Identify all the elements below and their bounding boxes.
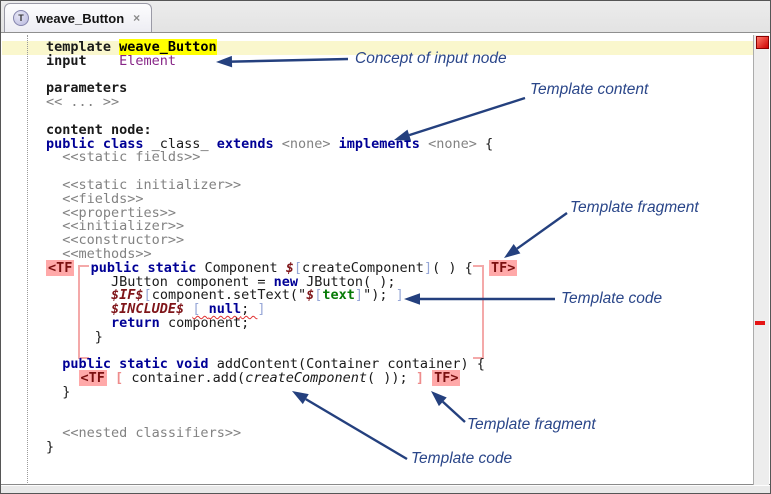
code-line: <<fields>> xyxy=(62,190,144,207)
code-line: JButton component = new JButton( ); xyxy=(46,273,396,290)
code-line: template weave_Button xyxy=(46,39,217,55)
code-line: <TF public static Component $[createComp… xyxy=(46,259,518,276)
code-line: public static void addContent(Container … xyxy=(62,356,485,373)
note-template-code-1: Template code xyxy=(561,290,663,307)
note-concept-of-input-node: Concept of input node xyxy=(355,50,507,67)
code-line: return component; xyxy=(111,314,250,331)
code-line: <<static initializer>> xyxy=(62,176,242,193)
code-line: <TF [ container.add(createComponent( ));… xyxy=(78,370,461,387)
fragment-bracket-right xyxy=(473,265,484,359)
code-line: <<properties>> xyxy=(62,204,177,221)
code-line: << ... >> xyxy=(46,94,120,111)
code-line: $INCLUDE$ [ null; ] xyxy=(111,301,266,318)
code-line: parameters xyxy=(46,80,128,97)
status-strip xyxy=(1,484,770,493)
code-line: <<constructor>> xyxy=(62,232,185,249)
code-line: } xyxy=(46,439,55,456)
error-marker-icon[interactable] xyxy=(755,321,765,325)
note-template-fragment-2: Template fragment xyxy=(467,416,596,433)
note-template-content: Template content xyxy=(530,81,649,98)
code-line: public class _class_ extends <none> impl… xyxy=(46,135,494,152)
tab-title: weave_Button xyxy=(36,10,125,26)
note-template-code-2: Template code xyxy=(411,450,513,467)
error-overview-icon[interactable] xyxy=(756,36,769,49)
tab-bar: T weave_Button × xyxy=(1,1,770,33)
code-line xyxy=(46,400,517,414)
fragment-bracket-left xyxy=(78,265,89,359)
code-line: <<methods>> xyxy=(62,245,152,262)
code-line: } xyxy=(46,383,71,400)
code-line: <<nested classifiers>> xyxy=(62,425,242,442)
code-line: content node: xyxy=(46,121,152,138)
gutter-divider xyxy=(27,35,28,485)
code-line: <<initializer>> xyxy=(62,218,185,235)
note-template-fragment-1: Template fragment xyxy=(570,199,699,216)
tab-weave-button[interactable]: T weave_Button × xyxy=(4,3,153,32)
tab-close-icon[interactable]: × xyxy=(133,11,141,25)
code-line: $IF$[component.setText("$[text]"); ] xyxy=(111,287,404,304)
overview-ruler[interactable] xyxy=(753,35,769,485)
code-line: input Element xyxy=(46,52,177,69)
code-line: <<static fields>> xyxy=(62,149,201,166)
code-line: } xyxy=(46,328,103,345)
template-file-icon: T xyxy=(13,10,29,26)
